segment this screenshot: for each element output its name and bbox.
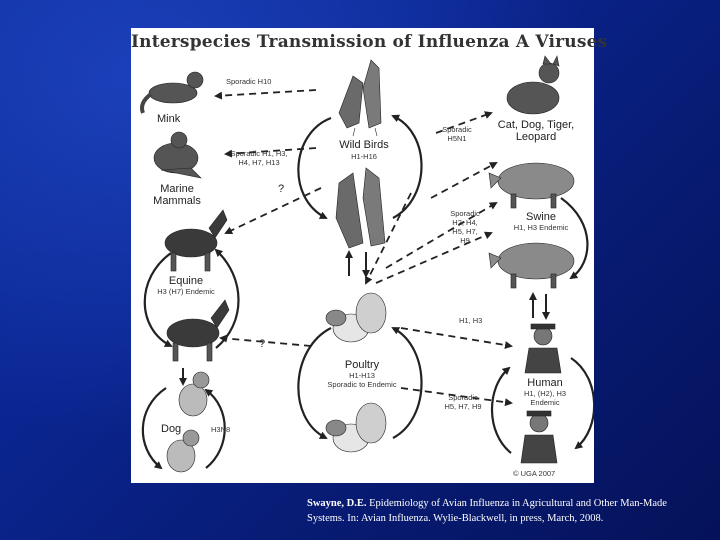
duck-icon bbox=[326, 403, 386, 452]
sporadic-swine-label-line1: Sporadic bbox=[443, 210, 487, 218]
horse-icon bbox=[165, 210, 227, 271]
sporadic-marine-label-line1: Sporadic H1, H3, bbox=[223, 150, 295, 158]
sporadic-swine-label-line3: H5, H7, bbox=[443, 228, 487, 236]
cat-dog-label-line1: Cat, Dog, Tiger, bbox=[491, 120, 581, 132]
sporadic-h5n1-label-line2: H5N1 bbox=[437, 135, 477, 143]
marine-mammal-icon bbox=[154, 132, 201, 178]
equine-label: Equine bbox=[151, 276, 221, 288]
sporadic-human-label-line2: H5, H7, H9 bbox=[431, 403, 495, 411]
arrow-to-mink bbox=[216, 90, 316, 96]
sporadic-marine-label-line2: H4, H7, H13 bbox=[223, 159, 295, 167]
diagram-artwork bbox=[131, 28, 594, 483]
wild-birds-label: Wild Birds bbox=[331, 140, 397, 152]
pig-icon bbox=[489, 243, 574, 288]
marine-label-line2: Mammals bbox=[147, 196, 207, 208]
mink-icon bbox=[142, 72, 203, 113]
wild-birds-subtypes: H1-H16 bbox=[331, 153, 397, 161]
sporadic-human-label-line1: Sporadic bbox=[431, 394, 495, 402]
copyright-label: © UGA 2007 bbox=[513, 470, 555, 478]
heron-icon bbox=[339, 60, 381, 136]
poultry-subtypes-line1: H1-H13 bbox=[317, 372, 407, 380]
human-icon bbox=[521, 411, 557, 463]
diagram-title: Interspecies Transmission of Influenza A… bbox=[131, 32, 594, 52]
wild-birds-cycle-right bbox=[393, 116, 422, 218]
h1-h3-label: H1, H3 bbox=[459, 317, 482, 325]
arrow-poultry-to-equine bbox=[221, 338, 311, 346]
sporadic-h10-label: Sporadic H10 bbox=[226, 78, 271, 86]
question-mark-upper: ? bbox=[278, 184, 284, 196]
human-subtypes-line1: H1, (H2), H3 bbox=[505, 390, 585, 398]
swine-label: Swine bbox=[511, 212, 571, 224]
citation-author: Swayne, D.E. bbox=[307, 498, 367, 509]
pig-icon bbox=[489, 163, 574, 208]
human-label: Human bbox=[513, 378, 577, 390]
cat-dog-label-line2: Leopard bbox=[491, 132, 581, 144]
human-icon bbox=[525, 324, 561, 373]
mink-label: Mink bbox=[157, 114, 180, 126]
equine-cycle-right bbox=[216, 250, 239, 348]
dog-icon bbox=[167, 430, 199, 472]
arrow-to-equine bbox=[226, 188, 321, 233]
cat-icon bbox=[507, 56, 559, 114]
poultry-subtypes-line2: Sporadic to Endemic bbox=[307, 381, 417, 389]
arrow-poultry-to-human bbox=[401, 328, 511, 346]
human-subtypes-line2: Endemic bbox=[505, 399, 585, 407]
heron-icon bbox=[336, 168, 385, 248]
wild-birds-cycle-left bbox=[298, 118, 331, 218]
duck-icon bbox=[326, 293, 386, 342]
swine-subtypes: H1, H3 Endemic bbox=[503, 224, 579, 232]
sporadic-swine-label-line4: H9 bbox=[443, 237, 487, 245]
marine-label-line1: Marine bbox=[147, 184, 207, 196]
poultry-label: Poultry bbox=[327, 360, 397, 372]
question-mark-lower: ? bbox=[259, 339, 265, 351]
dog-subtypes: H3N8 bbox=[211, 426, 230, 434]
sporadic-h5n1-label-line1: Sporadic bbox=[437, 126, 477, 134]
dog-label: Dog bbox=[161, 424, 181, 436]
equine-subtypes: H3 (H7) Endemic bbox=[143, 288, 229, 296]
diagram-panel: Interspecies Transmission of Influenza A… bbox=[131, 28, 594, 483]
horse-icon bbox=[167, 300, 229, 361]
sporadic-swine-label-line2: H2, H4, bbox=[443, 219, 487, 227]
arrow-to-swine-1 bbox=[431, 163, 496, 198]
citation: Swayne, D.E. Epidemiology of Avian Influ… bbox=[307, 496, 707, 526]
